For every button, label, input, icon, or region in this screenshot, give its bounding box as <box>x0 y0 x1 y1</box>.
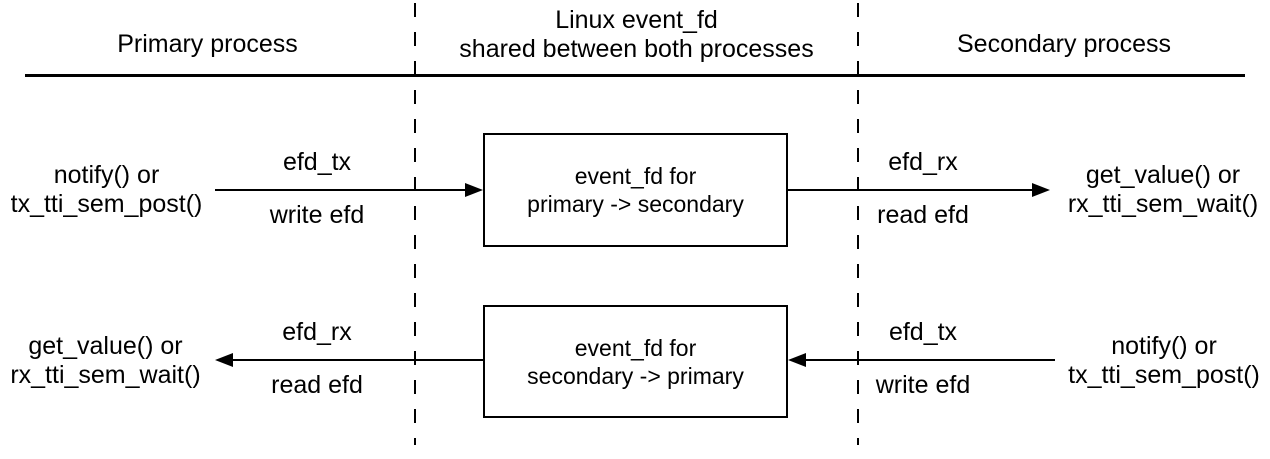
dashed-separator-left <box>414 3 416 445</box>
eventfd-box-secondary-to-primary-line2: secondary -> primary <box>527 362 744 389</box>
column-header-shared-eventfd: Linux event_fd shared between both proce… <box>415 6 858 64</box>
eventfd-box-primary-to-secondary-line1: event_fd for <box>574 163 697 189</box>
row2-primary-call-line2: rx_tti_sem_wait() <box>10 361 201 389</box>
row2-left-arrow-line <box>232 359 483 361</box>
row2-right-arrow-line <box>805 359 1055 361</box>
row2-right-arrow-label-top: efd_tx <box>888 318 958 346</box>
row2-primary-call-line1: get_value() or <box>28 332 183 360</box>
eventfd-box-primary-to-secondary: event_fd for primary -> secondary <box>483 133 788 247</box>
row2-left-arrow-label-top: efd_rx <box>282 318 352 346</box>
row1-left-arrow-label-bottom: write efd <box>269 201 365 229</box>
row1-right-arrow-line <box>788 189 1033 191</box>
dashed-separator-right <box>857 3 859 445</box>
eventfd-box-secondary-to-primary: event_fd for secondary -> primary <box>483 305 788 418</box>
row2-secondary-call-line2: tx_tti_sem_post() <box>1068 361 1260 389</box>
column-header-secondary-process: Secondary process <box>956 30 1171 58</box>
row1-left-arrow-label-top: efd_tx <box>282 148 352 176</box>
row1-right-arrowhead-right-icon <box>1032 183 1050 197</box>
column-header-shared-eventfd-line1: Linux event_fd <box>555 6 718 34</box>
row2-primary-call-text: get_value() or rx_tti_sem_wait() <box>0 332 211 390</box>
row2-left-arrow-label-bottom: read efd <box>271 371 363 399</box>
row2-right-arrowhead-left-icon <box>788 353 806 367</box>
column-header-primary-process: Primary process <box>117 30 298 58</box>
row2-right-arrow-label-bottom: write efd <box>875 371 971 399</box>
header-underline <box>25 74 1245 77</box>
row1-secondary-call-line2: rx_tti_sem_wait() <box>1067 190 1259 218</box>
column-header-shared-eventfd-line2: shared between both processes <box>459 35 814 63</box>
row1-right-arrow-label-top: efd_rx <box>888 148 958 176</box>
row1-primary-call-text: notify() or tx_tti_sem_post() <box>0 161 213 219</box>
row1-primary-call-line2: tx_tti_sem_post() <box>10 190 203 218</box>
eventfd-box-primary-to-secondary-line2: primary -> secondary <box>527 191 744 217</box>
row1-primary-call-line1: notify() or <box>53 161 160 189</box>
row1-right-arrow-label-bottom: read efd <box>877 201 969 229</box>
row1-secondary-call-text: get_value() or rx_tti_sem_wait() <box>1056 161 1270 219</box>
row2-secondary-call-text: notify() or tx_tti_sem_post() <box>1058 332 1270 390</box>
row1-secondary-call-line1: get_value() or <box>1085 161 1241 189</box>
row1-left-arrowhead-right-icon <box>465 183 483 197</box>
row1-left-arrow-line <box>215 189 468 191</box>
eventfd-box-secondary-to-primary-line1: event_fd for <box>574 334 697 361</box>
row2-secondary-call-line1: notify() or <box>1111 332 1217 360</box>
row2-left-arrowhead-left-icon <box>215 353 233 367</box>
